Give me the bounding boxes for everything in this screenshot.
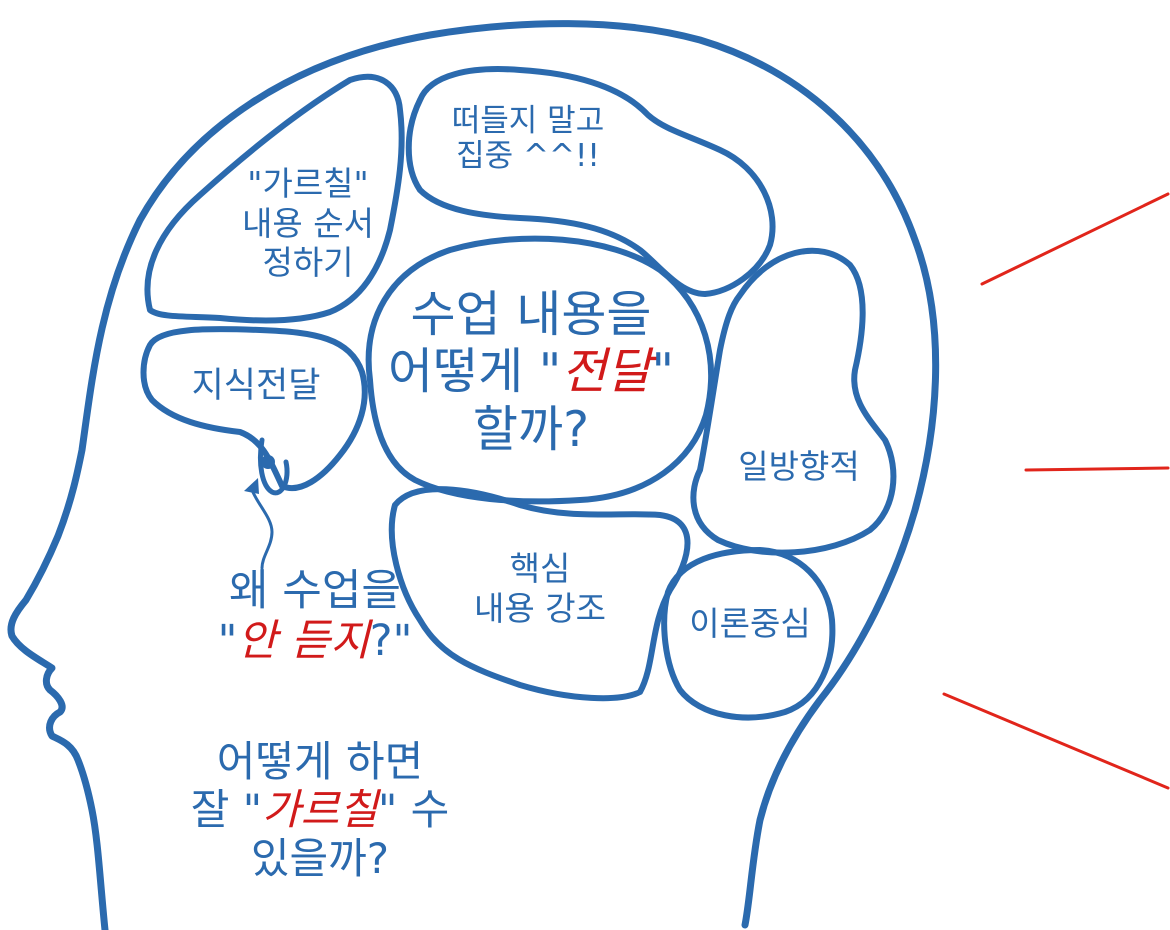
lobe-deliver-line-1: 수업 내용을 — [410, 286, 652, 343]
lobe-theory-label: 이론중심 — [660, 604, 840, 643]
lobe-theory-text: 이론중심 — [689, 604, 811, 643]
face-how-line-2: 잘 "가르칠" 수 — [155, 786, 485, 834]
lobe-order-outline — [144, 73, 405, 324]
lobe-knowledge-outline — [140, 326, 368, 491]
lobe-focus-line-1: 떠들지 말고 — [451, 103, 605, 139]
lobe-focus-outline — [405, 66, 776, 297]
face-why-line-2-post: ?" — [369, 615, 413, 666]
head-profile-outline — [7, 20, 940, 930]
red-ray-middle — [1024, 466, 1170, 472]
lobe-deliver-line-2-post: " — [651, 343, 675, 401]
lobe-order-line-2: 내용 순서 — [242, 203, 374, 243]
ear-outline — [257, 437, 290, 496]
lobe-deliver-label: 수업 내용을 어떻게 "전달" 할까? — [356, 286, 706, 458]
lobe-oneway-text: 일방향적 — [738, 447, 860, 486]
lobe-order-line-1: "가르칠" — [247, 164, 369, 203]
lobe-keypoint-label: 핵심 내용 강조 — [430, 549, 650, 628]
ear-arrow-head — [244, 478, 259, 494]
face-how-line-3: 있을까? — [250, 833, 390, 883]
lobe-knowledge-label: 지식전달 — [166, 366, 346, 406]
lobe-keypoint-line-2: 내용 강조 — [474, 588, 606, 628]
lobe-keypoint-line-1: 핵심 — [509, 549, 571, 588]
red-ray-lower — [942, 692, 1170, 790]
lobe-focus-line-2: 집중 ^^!! — [456, 137, 600, 174]
lobe-deliver-emphasis: 전달 — [561, 343, 652, 401]
ear-arrow-stem — [250, 488, 274, 570]
face-how-label: 어떻게 하면 잘 "가르칠" 수 있을까? — [155, 737, 485, 883]
face-how-line-2-post: " 수 — [377, 785, 450, 835]
lobe-oneway-label: 일방향적 — [704, 447, 894, 486]
face-why-label: 왜 수업을 "안 듣지?" — [190, 566, 440, 667]
lobe-focus-label: 떠들지 말고 집중 ^^!! — [428, 104, 628, 173]
lobe-oneway-outline — [690, 247, 897, 556]
lobe-order-line-3: 정하기 — [262, 243, 354, 283]
face-how-emphasis: 가르칠 — [262, 785, 378, 835]
face-how-line-1: 어떻게 하면 — [216, 737, 424, 786]
face-how-line-2-pre: 잘 " — [190, 785, 263, 835]
face-why-line-1: 왜 수업을 — [229, 566, 401, 616]
red-ray-upper — [980, 192, 1170, 286]
lobe-deliver-line-2-pre: 어떻게 " — [387, 343, 562, 401]
face-why-line-2: "안 듣지?" — [190, 615, 440, 667]
face-why-emphasis: 안 듣지 — [237, 615, 370, 666]
face-why-line-2-pre: " — [217, 615, 238, 666]
lobe-order-label: "가르칠" 내용 순서 정하기 — [208, 164, 408, 283]
lobe-knowledge-text: 지식전달 — [191, 366, 321, 406]
lobe-deliver-line-2: 어떻게 "전달" — [356, 343, 706, 400]
lobe-keypoint-outline — [388, 486, 691, 702]
ear-dot — [261, 455, 275, 469]
lobe-theory-outline — [661, 547, 836, 721]
lobe-deliver-line-3: 할까? — [472, 400, 590, 458]
